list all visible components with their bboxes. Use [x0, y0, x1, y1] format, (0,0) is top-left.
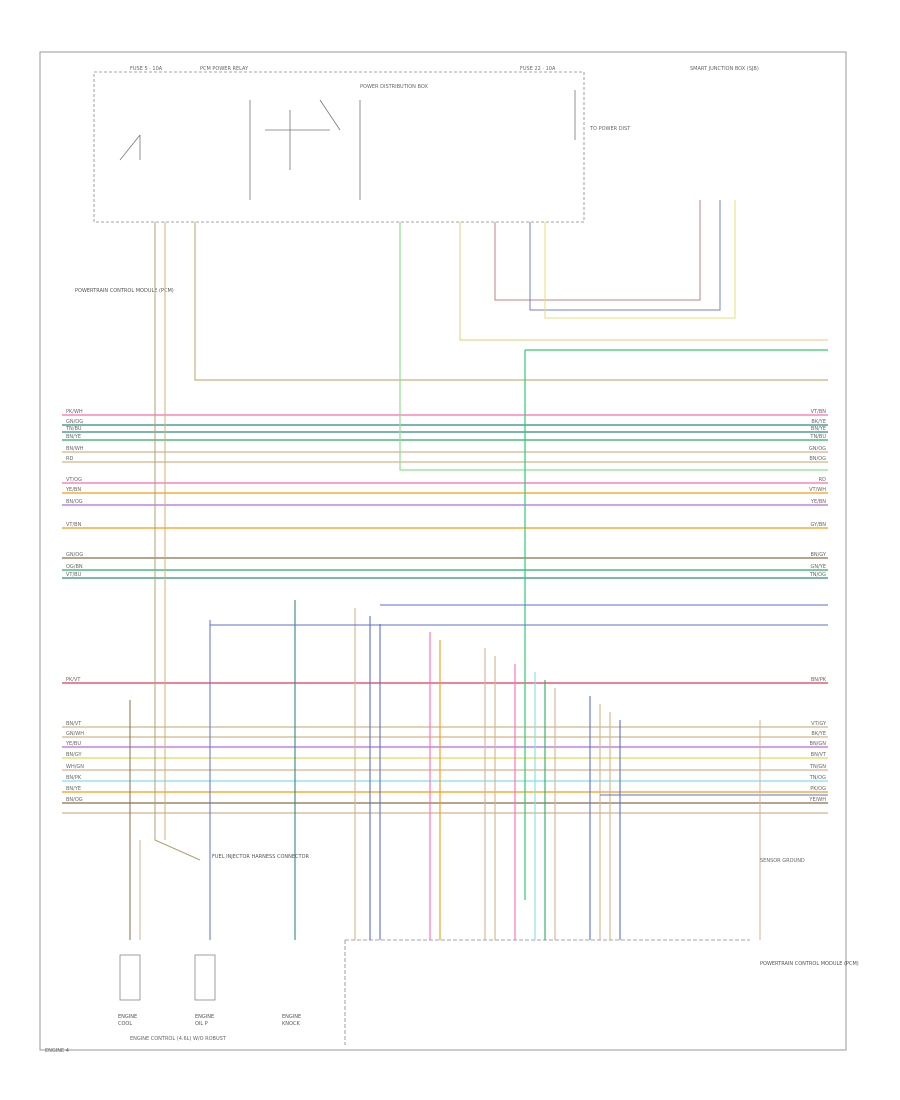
pcm-connector: POWERTRAIN CONTROL MODULE (PCM) [344, 939, 859, 1045]
sensor-label-2: ENGINE [195, 1014, 214, 1020]
sjb-label: SMART JUNCTION BOX (SJB) [690, 66, 759, 72]
right-tag-12: GN/YE [810, 564, 826, 570]
left-tag-9: BN/OG [66, 499, 83, 505]
bottom-caption: ENGINE CONTROL (4.6L) W/O ROBUST [130, 1036, 227, 1042]
left-tag-19: WH/GN [66, 764, 84, 770]
fuse-left-label: FUSE 5 · 10A [130, 66, 163, 72]
sensor-sub-3: KNOCK [282, 1021, 300, 1027]
right-tag-14: BN/PK [811, 677, 827, 683]
right-tag-5: GN/OG [809, 446, 826, 452]
left-tag-8: YE/BN [65, 487, 81, 493]
right-tag-8: VT/WH [809, 487, 826, 493]
sensor-sub-2: OIL P [195, 1021, 208, 1027]
sensor-engine-cool: ENGINE COOL [118, 954, 141, 1027]
left-tag-1: PK/WH [66, 409, 83, 415]
left-tag-7: VT/OG [66, 477, 82, 483]
right-tag-20: TN/OG [809, 775, 826, 781]
left-tag-17: YE/BU [65, 741, 81, 747]
right-tag-1: VT/BN [811, 409, 827, 415]
page-ref: ENGINE 4 [45, 1048, 69, 1054]
fuse-right-label: FUSE 22 · 10A [520, 66, 556, 72]
right-tag-15: VT/GY [811, 721, 827, 727]
sensor-engine-knock: ENGINE KNOCK [282, 1014, 301, 1027]
left-tag-18: BN/GY [66, 752, 82, 758]
wire-tags: PK/WH VT/BN GN/OG BK/YE TN/BU BN/YE BN/YE TN/BU… [65, 409, 827, 803]
left-tag-11: GN/OG [66, 552, 83, 558]
dropper-green [399, 222, 828, 471]
right-tag-16: BK/YE [811, 731, 826, 737]
diagram-frame [39, 51, 847, 1051]
sensor-engine-oilp: ENGINE OIL P [194, 954, 216, 1027]
left-tag-5: BN/WH [66, 446, 84, 452]
sensor-sub-1: COOL [118, 1021, 132, 1027]
sensor-label-3: ENGINE [282, 1014, 301, 1020]
power-note: TO POWER DIST [589, 126, 631, 132]
pcm-bottom-label: POWERTRAIN CONTROL MODULE (PCM) [760, 961, 859, 967]
right-tag-17: BN/GN [810, 741, 827, 747]
left-tag-4: BN/YE [66, 434, 81, 440]
dropper-y2 [544, 200, 736, 319]
dropper-red [494, 200, 701, 301]
left-tag-22: BN/OG [66, 797, 83, 803]
right-tag-21: PK/OG [810, 786, 826, 792]
sensor-label-1: ENGINE [118, 1014, 137, 1020]
left-module-label: POWERTRAIN CONTROL MODULE (PCM) [75, 288, 174, 294]
right-tag-4: TN/BU [809, 434, 826, 440]
right-tag-6: BN/OG [809, 456, 826, 462]
right-tag-9: YE/BN [810, 499, 826, 505]
right-tag-19: TN/GN [809, 764, 826, 770]
left-tag-14: PK/VT [66, 677, 81, 683]
left-tag-13: VT/BU [66, 572, 82, 578]
dropper-blue [529, 200, 721, 311]
left-tag-21: BN/YE [66, 786, 81, 792]
right-tag-11: BN/GY [810, 552, 826, 558]
left-tag-15: BN/VT [66, 721, 82, 727]
left-tag-3: TN/BU [65, 426, 82, 432]
right-tag-2: BK/YE [811, 419, 826, 425]
left-tag-12: OG/BN [66, 564, 83, 570]
left-tag-16: GN/WH [66, 731, 84, 737]
distribution-label: POWER DISTRIBUTION BOX [360, 84, 428, 90]
right-tag-10: GY/BN [810, 522, 826, 528]
injector-note: FUEL INJECTOR HARNESS CONNECTOR [212, 854, 310, 860]
right-tag-7: RD [819, 477, 826, 483]
right-tag-3: BN/YE [811, 426, 826, 432]
right-tag-18: BN/VT [811, 752, 827, 758]
relay-label: PCM POWER RELAY [200, 66, 249, 72]
left-tag-2: GN/OG [66, 419, 83, 425]
dropper-pcm-power [194, 222, 828, 381]
dropper-yellow [459, 222, 828, 341]
dropper-1 [154, 222, 201, 861]
left-tag-10: VT/BN [66, 522, 82, 528]
wire-harness [62, 200, 828, 940]
sensor-ground-label: SENSOR GROUND [760, 858, 805, 864]
right-tag-22: YE/WH [808, 797, 826, 803]
left-tag-20: BN/PK [66, 775, 82, 781]
right-tag-13: TN/OG [809, 572, 826, 578]
left-tag-6: RD [66, 456, 73, 462]
fuse-box-block: FUSE 5 · 10A PCM POWER RELAY FUSE 22 · 1… [93, 66, 759, 223]
